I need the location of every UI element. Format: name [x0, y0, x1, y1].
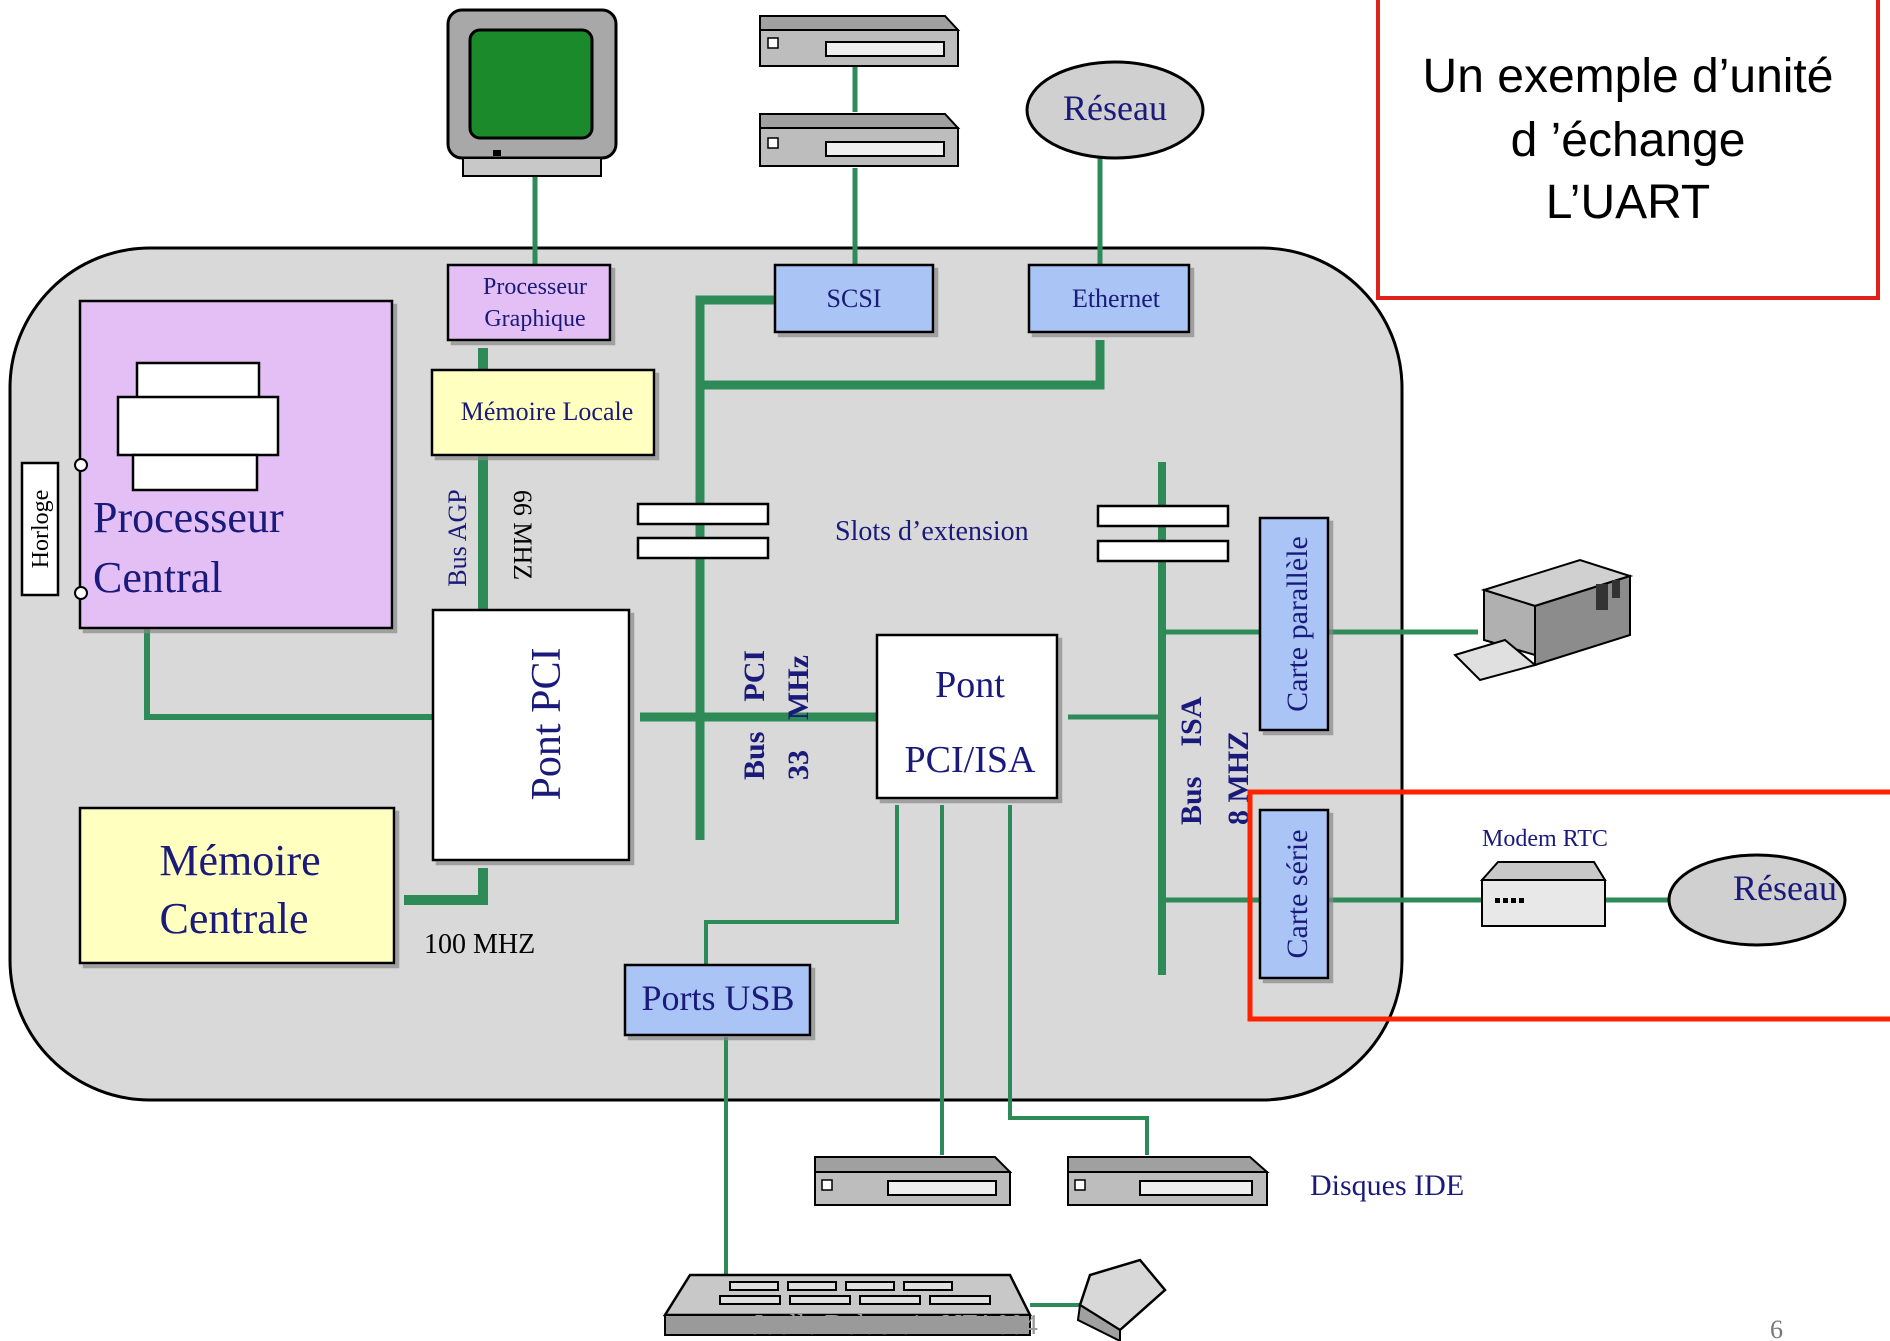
pci-bridge	[431, 608, 631, 862]
modem-icon	[1479, 861, 1607, 927]
scsi-disk-icon	[759, 113, 961, 167]
pci-bus-label-1: Bus PCI	[738, 650, 771, 780]
slots-label: Slots d’extension	[835, 516, 1029, 547]
scsi-disk-icon	[759, 15, 961, 67]
serial-card	[1258, 808, 1330, 980]
expansion-slots-right	[1096, 504, 1230, 563]
pci-isa-bridge-label-1: Pont	[935, 664, 1005, 706]
ethernet-card	[1027, 263, 1191, 334]
main-memory	[78, 806, 396, 965]
serial-card-label: Carte série	[1281, 829, 1314, 958]
modem-label: Modem RTC	[1482, 826, 1608, 852]
graphics-processor-label-2: Graphique	[484, 306, 585, 332]
central-processor-label-1: Processeur	[93, 493, 284, 542]
local-memory-label: Mémoire Locale	[461, 397, 634, 426]
clock-label: Horloge	[28, 490, 54, 569]
usb-ports	[623, 963, 812, 1037]
scsi-card	[773, 263, 935, 334]
isa-bus-label-1: Bus ISA	[1175, 696, 1208, 825]
parallel-card-label: Carte parallèle	[1281, 536, 1314, 712]
agp-bus-label: Bus AGP	[443, 489, 472, 587]
pci-isa-bridge-label-2: PCI/ISA	[905, 739, 1036, 781]
clock	[20, 461, 60, 597]
local-memory	[430, 368, 656, 457]
ethernet-label: Ethernet	[1072, 284, 1161, 313]
ide-disks-label: Disques IDE	[1310, 1169, 1464, 1202]
printer-icon	[1453, 558, 1634, 682]
pci-bus-label-2: 33 MHz	[782, 655, 815, 780]
ide-disk-icon	[1067, 1156, 1270, 1206]
ide-disk-icon	[814, 1156, 1013, 1206]
expansion-slots-left	[636, 502, 770, 560]
bus-wires	[144, 65, 1670, 1307]
central-processor-label-2: Central	[93, 553, 223, 602]
keyboard-icon	[662, 1273, 1033, 1336]
monitor-icon	[446, 8, 618, 177]
title-line-2: d ’échange	[1511, 114, 1746, 167]
usb-ports-label: Ports USB	[641, 978, 794, 1018]
network-top	[1025, 60, 1205, 160]
pci-isa-bridge	[875, 633, 1059, 800]
uart-highlight	[1247, 789, 1890, 1022]
cpu-chip-icon	[116, 361, 280, 492]
page-number: 6	[1770, 1315, 1783, 1341]
graphics-processor	[446, 263, 612, 342]
agp-speed-label: 66 MHZ	[508, 490, 537, 580]
graphics-processor-label-1: Processeur	[483, 274, 587, 300]
main-memory-speed: 100 MHZ	[424, 929, 535, 960]
title-box	[1376, 0, 1880, 300]
network-right-label: Réseau	[1733, 868, 1837, 908]
footer-text: Joëlle Delacroix NFA004	[752, 1310, 1038, 1341]
main-memory-label-2: Centrale	[159, 894, 308, 943]
network-top-label: Réseau	[1063, 88, 1167, 128]
mouse-icon	[1076, 1258, 1167, 1341]
network-right	[1667, 853, 1847, 947]
main-memory-label-1: Mémoire	[159, 836, 320, 885]
pci-bridge-label: Pont PCI	[524, 648, 570, 801]
title-line-1: Un exemple d’unité	[1423, 50, 1834, 103]
title-line-3: L’UART	[1546, 176, 1711, 229]
scsi-label: SCSI	[827, 284, 882, 313]
parallel-card	[1258, 516, 1330, 732]
